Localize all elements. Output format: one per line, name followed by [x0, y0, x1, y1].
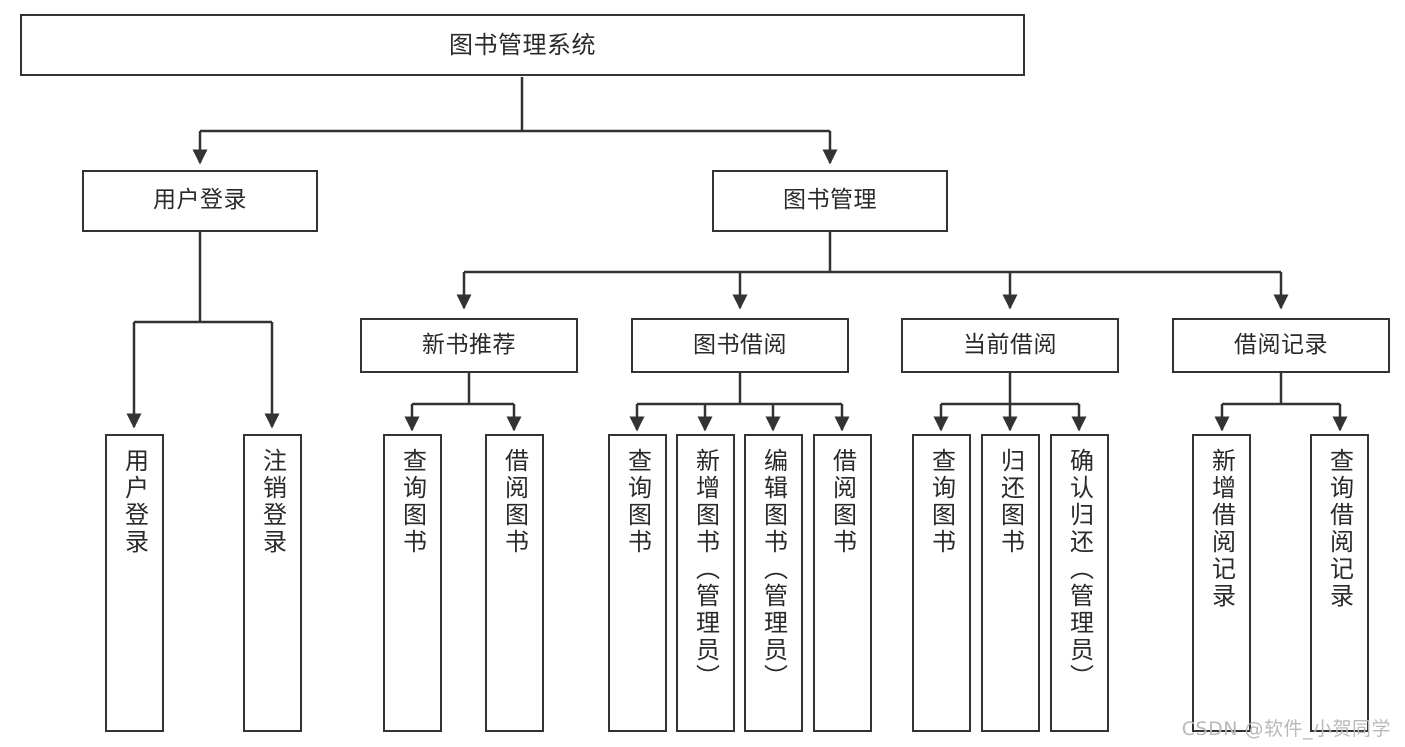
node-leaf-confirm-return-label: 确认归还（管理员） — [1065, 448, 1094, 691]
node-book-borrow[interactable]: 图书借阅 — [631, 318, 849, 373]
node-leaf-user-login-label: 用户登录 — [120, 448, 149, 556]
node-current-borrow-label: 当前借阅 — [963, 331, 1057, 358]
node-leaf-query-book-2-label: 查询图书 — [623, 448, 652, 556]
node-new-book-rec[interactable]: 新书推荐 — [360, 318, 578, 373]
node-leaf-borrow-book-1[interactable]: 借阅图书 — [485, 434, 544, 732]
node-leaf-return-book-label: 归还图书 — [996, 448, 1025, 556]
node-leaf-query-book-3-label: 查询图书 — [927, 448, 956, 556]
node-new-book-rec-label: 新书推荐 — [422, 331, 516, 358]
watermark-text: CSDN @软件_小贺同学 — [1181, 718, 1391, 740]
node-leaf-logout[interactable]: 注销登录 — [243, 434, 302, 732]
node-leaf-edit-book[interactable]: 编辑图书（管理员） — [744, 434, 803, 732]
node-leaf-query-record-label: 查询借阅记录 — [1325, 448, 1354, 610]
node-user-login-label: 用户登录 — [153, 187, 247, 214]
node-leaf-edit-book-label: 编辑图书（管理员） — [759, 448, 788, 691]
node-leaf-query-book-1[interactable]: 查询图书 — [383, 434, 442, 732]
node-leaf-add-record[interactable]: 新增借阅记录 — [1192, 434, 1251, 732]
node-user-login[interactable]: 用户登录 — [82, 170, 318, 232]
node-book-manage-label: 图书管理 — [783, 187, 877, 214]
node-leaf-query-book-3[interactable]: 查询图书 — [912, 434, 971, 732]
node-leaf-return-book[interactable]: 归还图书 — [981, 434, 1040, 732]
node-leaf-add-book[interactable]: 新增图书（管理员） — [676, 434, 735, 732]
node-leaf-borrow-book-1-label: 借阅图书 — [500, 448, 529, 556]
node-borrow-record-label: 借阅记录 — [1234, 331, 1328, 358]
node-leaf-user-login[interactable]: 用户登录 — [105, 434, 164, 732]
node-leaf-add-record-label: 新增借阅记录 — [1207, 448, 1236, 610]
node-leaf-query-record[interactable]: 查询借阅记录 — [1310, 434, 1369, 732]
node-current-borrow[interactable]: 当前借阅 — [901, 318, 1119, 373]
node-borrow-record[interactable]: 借阅记录 — [1172, 318, 1390, 373]
node-leaf-borrow-book-2-label: 借阅图书 — [828, 448, 857, 556]
node-book-borrow-label: 图书借阅 — [693, 331, 787, 358]
node-leaf-confirm-return[interactable]: 确认归还（管理员） — [1050, 434, 1109, 732]
node-book-manage[interactable]: 图书管理 — [712, 170, 948, 232]
node-leaf-query-book-1-label: 查询图书 — [398, 448, 427, 556]
node-leaf-borrow-book-2[interactable]: 借阅图书 — [813, 434, 872, 732]
node-leaf-add-book-label: 新增图书（管理员） — [691, 448, 720, 691]
node-leaf-query-book-2[interactable]: 查询图书 — [608, 434, 667, 732]
node-root[interactable]: 图书管理系统 — [20, 14, 1025, 76]
node-root-label: 图书管理系统 — [449, 30, 596, 59]
node-leaf-logout-label: 注销登录 — [258, 448, 287, 556]
